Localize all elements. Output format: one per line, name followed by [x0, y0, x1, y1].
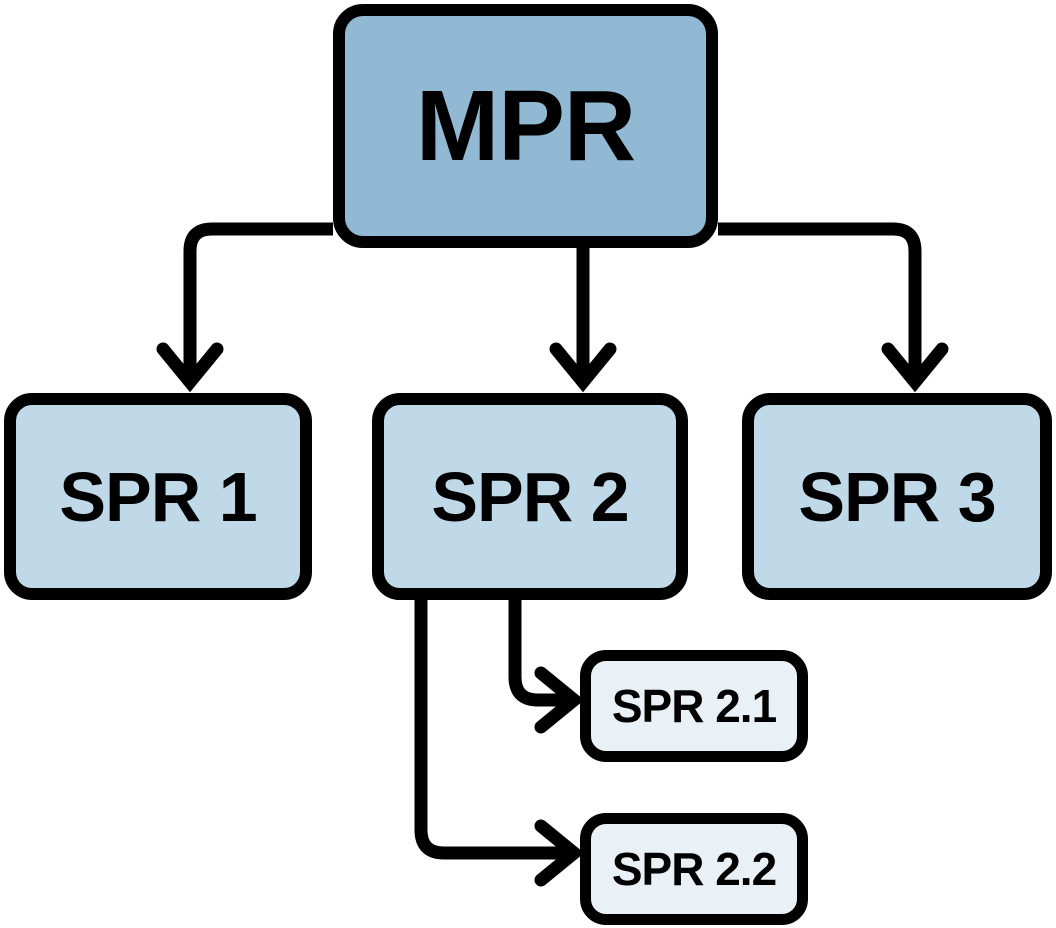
edge-mpr-spr2	[549, 246, 617, 393]
node-mpr-label: MPR	[415, 69, 636, 182]
node-spr22-label: SPR 2.2	[611, 843, 777, 895]
arrowhead-right-icon	[534, 819, 585, 887]
node-spr1-label: SPR 1	[59, 457, 257, 536]
edge-mpr-spr1	[156, 222, 333, 393]
node-spr22: SPR 2.2	[580, 813, 808, 925]
edge-mpr-spr3	[718, 222, 949, 393]
node-spr21: SPR 2.1	[580, 650, 808, 762]
edge-spr2-spr22	[414, 598, 585, 887]
arrowhead-down-icon	[881, 342, 949, 393]
edge-spr2-spr21	[508, 598, 585, 734]
arrowhead-right-icon	[534, 666, 585, 734]
node-spr21-label: SPR 2.1	[611, 680, 777, 732]
node-spr3: SPR 3	[742, 393, 1052, 600]
arrowhead-down-icon	[156, 342, 224, 393]
node-spr2: SPR 2	[372, 393, 688, 600]
node-spr3-label: SPR 3	[798, 457, 996, 536]
arrowhead-down-icon	[549, 342, 617, 393]
node-spr2-label: SPR 2	[431, 457, 629, 536]
node-mpr: MPR	[333, 4, 718, 248]
node-spr1: SPR 1	[4, 393, 312, 600]
